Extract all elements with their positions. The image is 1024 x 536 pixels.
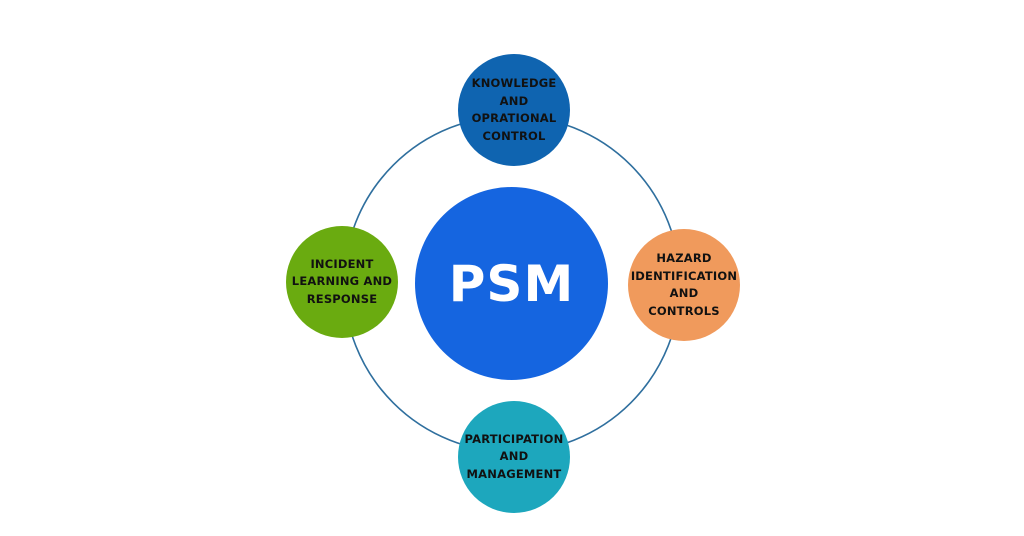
incident-learning-response-node: INCIDENT LEARNING AND RESPONSE — [286, 226, 398, 338]
hazard-identification-controls-node: HAZARD IDENTIFICATION AND CONTROLS — [628, 229, 740, 341]
hazard-identification-controls-label: HAZARD IDENTIFICATION AND CONTROLS — [630, 251, 738, 318]
participation-management-label: PARTICIPATION AND MANAGEMENT — [464, 431, 564, 481]
psm-center-circle: PSM — [415, 187, 608, 380]
knowledge-operational-control-node: KNOWLEDGE AND OPRATIONAL CONTROL — [458, 54, 570, 166]
psm-center-label: PSM — [448, 254, 575, 313]
participation-management-node: PARTICIPATION AND MANAGEMENT — [458, 401, 570, 513]
incident-learning-response-label: INCIDENT LEARNING AND RESPONSE — [291, 256, 393, 306]
knowledge-operational-control-label: KNOWLEDGE AND OPRATIONAL CONTROL — [471, 76, 557, 143]
